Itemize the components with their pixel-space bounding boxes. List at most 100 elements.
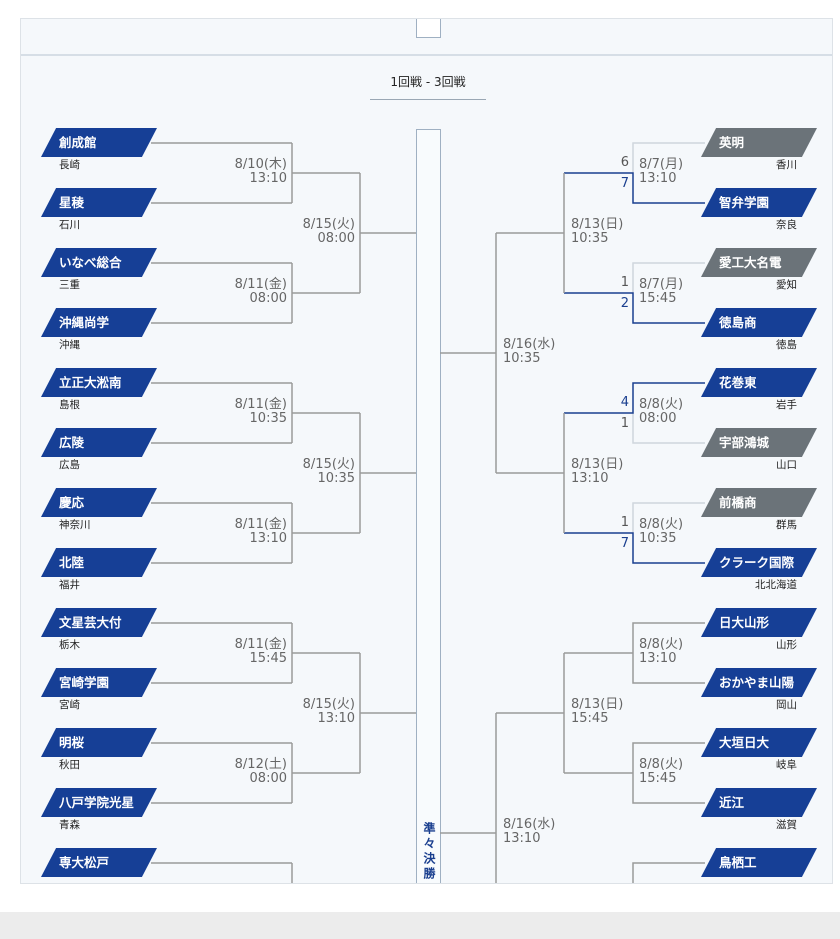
match-schedule[interactable]: 8/11(金)15:45 [235, 638, 287, 666]
match-date: 8/8(火) [639, 757, 684, 772]
team-badge[interactable]: おかやま山陽 [701, 668, 817, 697]
match-date: 8/8(火) [639, 637, 684, 652]
team-badge[interactable]: 文星芸大付 [41, 608, 157, 637]
team-prefecture: 奈良 [776, 219, 797, 231]
match-schedule[interactable]: 8/13(日)15:45 [571, 698, 623, 726]
team-badge[interactable]: 花巻東 [701, 368, 817, 397]
match-time: 08:00 [317, 231, 355, 246]
score: 4 [620, 395, 629, 410]
match-schedule[interactable]: 8/15(火)10:35 [303, 458, 355, 486]
match-time: 08:00 [249, 771, 287, 786]
team-badge[interactable]: 慶応 [41, 488, 157, 517]
team-prefecture: 愛知 [776, 279, 797, 291]
team-prefecture: 島根 [59, 399, 80, 411]
team-badge[interactable]: クラーク国際 [701, 548, 817, 577]
team-prefecture: 長崎 [59, 159, 80, 171]
match-schedule[interactable]: 8/16(水)10:35 [503, 338, 555, 366]
team-badge[interactable]: 広陵 [41, 428, 157, 457]
bracket-lines [151, 142, 705, 883]
match-schedule[interactable]: 8/11(金)08:00 [235, 278, 287, 306]
team-badge[interactable]: 八戸学院光星 [41, 788, 157, 817]
loser-line [632, 262, 705, 293]
match-schedule[interactable]: 8/16(水)13:10 [503, 818, 555, 846]
bracket-panel: 1回戦 - 3回戦 準々決勝 創成館長崎星稜石川いなべ総合三重沖縄尚学沖縄立正大… [20, 18, 833, 884]
team-prefecture: 山口 [776, 459, 797, 471]
match-date: 8/7(月) [639, 157, 684, 172]
score: 7 [620, 536, 629, 551]
match-date: 8/8(火) [639, 397, 684, 412]
winner-line [564, 172, 705, 204]
match-date: 8/11(金) [234, 397, 287, 412]
match-schedule[interactable]: 8/8(火)08:00 [639, 398, 683, 426]
loser-line [632, 502, 705, 533]
team-prefecture: 徳島 [776, 339, 797, 351]
team-badge[interactable]: 英明 [701, 128, 817, 157]
match-time: 13:10 [639, 171, 677, 186]
team-prefecture: 沖縄 [59, 339, 80, 351]
team-badge[interactable]: 専大松戸 [41, 848, 157, 877]
top-tab-box [416, 19, 441, 38]
match-schedule[interactable]: 8/10(木)13:10 [235, 158, 287, 186]
team-badge[interactable]: 前橋商 [701, 488, 817, 517]
match-time: 15:45 [571, 711, 609, 726]
quarterfinal-column: 準々決勝 [416, 129, 441, 883]
match-schedule[interactable]: 8/8(火)13:10 [639, 638, 683, 666]
match-time: 10:35 [639, 531, 677, 546]
team-badge[interactable]: 宇部鴻城 [701, 428, 817, 457]
team-badge[interactable]: 智弁学園 [701, 188, 817, 217]
match-time: 10:35 [503, 351, 541, 366]
team-prefecture: 群馬 [776, 519, 797, 531]
match-schedule[interactable]: 8/11(金)13:10 [235, 518, 287, 546]
match-time: 08:00 [249, 291, 287, 306]
team-prefecture: 岩手 [776, 399, 797, 411]
team-prefecture: 栃木 [59, 639, 80, 651]
team-badge[interactable]: 近江 [701, 788, 817, 817]
match-date: 8/13(日) [571, 457, 624, 472]
match-date: 8/15(火) [302, 697, 355, 712]
team-badge[interactable]: 徳島商 [701, 308, 817, 337]
match-date: 8/13(日) [571, 217, 624, 232]
match-schedule[interactable]: 8/8(火)10:35 [639, 518, 683, 546]
team-badge[interactable]: 星稜 [41, 188, 157, 217]
winner-line [564, 382, 705, 414]
match-time: 15:45 [249, 651, 287, 666]
team-badge[interactable]: 愛工大名電 [701, 248, 817, 277]
match-schedule[interactable]: 8/15(火)08:00 [303, 218, 355, 246]
match-time: 10:35 [249, 411, 287, 426]
team-badge[interactable]: 明桜 [41, 728, 157, 757]
team-badge[interactable]: 宮崎学園 [41, 668, 157, 697]
match-schedule[interactable]: 8/11(金)10:35 [235, 398, 287, 426]
match-schedule[interactable]: 8/13(日)10:35 [571, 218, 623, 246]
match-time: 13:10 [639, 651, 677, 666]
winner-line [564, 532, 705, 564]
match-schedule[interactable]: 8/15(火)13:10 [303, 698, 355, 726]
team-prefecture: 香川 [776, 159, 797, 171]
loser-line [632, 142, 705, 173]
team-badge[interactable]: 大垣日大 [701, 728, 817, 757]
team-badge[interactable]: 創成館 [41, 128, 157, 157]
match-date: 8/15(火) [302, 217, 355, 232]
match-date: 8/11(金) [234, 637, 287, 652]
match-schedule[interactable]: 8/7(月)15:45 [639, 278, 683, 306]
match-schedule[interactable]: 8/13(日)13:10 [571, 458, 623, 486]
team-prefecture: 北北海道 [755, 579, 797, 591]
match-schedule[interactable]: 8/8(火)15:45 [639, 758, 683, 786]
score: 1 [620, 416, 629, 431]
team-badge[interactable]: いなべ総合 [41, 248, 157, 277]
match-date: 8/8(火) [639, 517, 684, 532]
match-time: 13:10 [317, 711, 355, 726]
title-underline [370, 99, 486, 100]
round-title: 1回戦 - 3回戦 [390, 75, 466, 89]
match-time: 13:10 [503, 831, 541, 846]
team-badge[interactable]: 立正大淞南 [41, 368, 157, 397]
team-prefecture: 青森 [59, 819, 80, 831]
team-badge[interactable]: 北陸 [41, 548, 157, 577]
match-time: 13:10 [249, 531, 287, 546]
match-schedule[interactable]: 8/12(土)08:00 [235, 758, 287, 786]
team-badge[interactable]: 日大山形 [701, 608, 817, 637]
team-badge[interactable]: 沖縄尚学 [41, 308, 157, 337]
score: 6 [620, 155, 629, 170]
team-badge[interactable]: 鳥栖工 [701, 848, 817, 877]
team-prefecture: 広島 [59, 459, 80, 471]
match-schedule[interactable]: 8/7(月)13:10 [639, 158, 683, 186]
